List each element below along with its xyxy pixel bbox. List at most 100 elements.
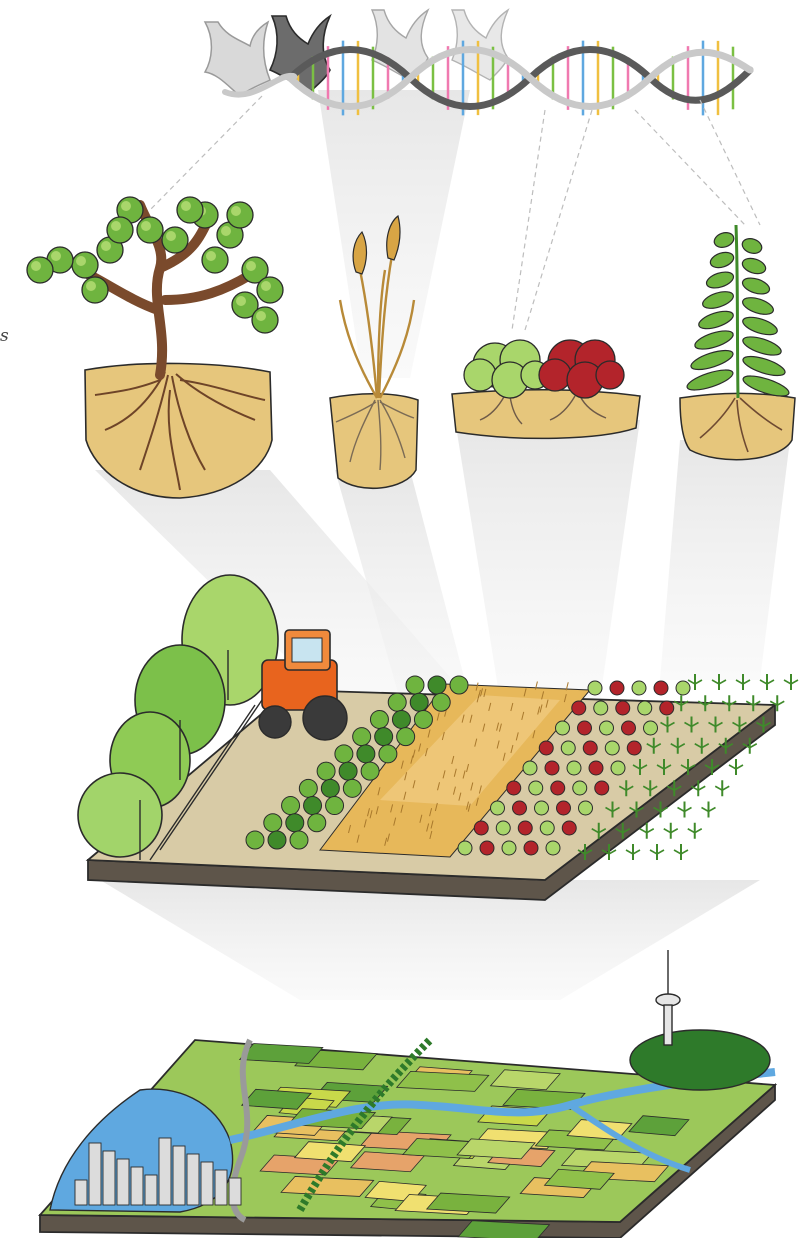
young-leaf bbox=[712, 230, 735, 249]
beam-lettuce-to-field bbox=[455, 420, 640, 700]
building bbox=[103, 1151, 115, 1205]
vine-bush bbox=[304, 797, 322, 815]
green-lettuce-head bbox=[464, 340, 549, 398]
field-patch bbox=[240, 1043, 323, 1063]
building bbox=[229, 1178, 241, 1205]
lettuce-head bbox=[610, 681, 624, 695]
young-leaf bbox=[701, 288, 736, 311]
building bbox=[173, 1146, 185, 1205]
vine-bush bbox=[282, 797, 300, 815]
vine-bush bbox=[414, 710, 432, 728]
tractor-wheel-rear bbox=[303, 696, 347, 740]
lettuce-head bbox=[502, 841, 516, 855]
lettuce-head bbox=[573, 781, 587, 795]
grape-leaf-highlight bbox=[181, 201, 191, 211]
young-leaf bbox=[741, 314, 780, 338]
dna-molecule bbox=[205, 10, 750, 115]
lettuce-head bbox=[588, 681, 602, 695]
field-patch bbox=[427, 1193, 510, 1213]
vine-bush bbox=[375, 728, 393, 746]
vine-bush bbox=[335, 745, 353, 763]
beam-field-to-landscape bbox=[100, 880, 760, 1000]
lettuce-head bbox=[611, 761, 625, 775]
young-leaf bbox=[741, 353, 787, 380]
lettuce-head bbox=[480, 841, 494, 855]
grape-leaf bbox=[107, 217, 133, 243]
young-leaf bbox=[693, 327, 735, 353]
lettuce-head bbox=[556, 721, 570, 735]
vine-bush bbox=[321, 779, 339, 797]
grape-leaf-highlight bbox=[76, 256, 86, 266]
grape-leaf-highlight bbox=[231, 206, 241, 216]
vine-bush bbox=[370, 710, 388, 728]
vine-bush bbox=[379, 745, 397, 763]
lettuce-head bbox=[551, 781, 565, 795]
lettuce-head bbox=[627, 741, 641, 755]
lettuce-head bbox=[513, 801, 527, 815]
vine-bush bbox=[357, 745, 375, 763]
tv-tower bbox=[656, 950, 680, 1045]
grape-leaf-highlight bbox=[261, 281, 271, 291]
forest-hill bbox=[630, 1030, 770, 1090]
field-patch bbox=[281, 1176, 374, 1196]
vine-bush bbox=[317, 762, 335, 780]
lettuce-head bbox=[458, 841, 472, 855]
lettuce-head bbox=[594, 701, 608, 715]
vine-bush bbox=[428, 676, 446, 694]
grape-leaf-highlight bbox=[236, 296, 246, 306]
lettuce-head bbox=[524, 841, 538, 855]
vine-bush bbox=[246, 831, 264, 849]
field-patch bbox=[457, 1139, 535, 1159]
grape-leaf bbox=[252, 307, 278, 333]
vine-bush bbox=[397, 728, 415, 746]
building bbox=[201, 1162, 213, 1205]
vine-bush bbox=[432, 693, 450, 711]
lettuce-head bbox=[557, 801, 571, 815]
building bbox=[187, 1154, 199, 1205]
vine-bush bbox=[264, 814, 282, 832]
vine-bush bbox=[326, 797, 344, 815]
lettuce-head bbox=[622, 721, 636, 735]
lettuce-head bbox=[579, 801, 593, 815]
lettuce-head bbox=[616, 701, 630, 715]
lettuce-head bbox=[578, 721, 592, 735]
lettuce-head bbox=[595, 781, 609, 795]
lettuce-head bbox=[605, 741, 619, 755]
lettuce-head bbox=[572, 701, 586, 715]
young-plant bbox=[680, 225, 795, 460]
grape-leaf-highlight bbox=[206, 251, 216, 261]
grape-leaf bbox=[257, 277, 283, 303]
lettuce-soil-block bbox=[452, 390, 640, 439]
building bbox=[215, 1170, 227, 1205]
lettuce-head bbox=[546, 841, 560, 855]
grape-leaf-highlight bbox=[101, 241, 111, 251]
lettuce-head bbox=[638, 701, 652, 715]
grape-leaf-highlight bbox=[141, 221, 151, 231]
vine-bush bbox=[290, 831, 308, 849]
grape-leaf bbox=[137, 217, 163, 243]
tree-4 bbox=[78, 773, 162, 857]
lettuce-leaf bbox=[464, 359, 496, 391]
vine-bush bbox=[388, 693, 406, 711]
red-lettuce-head bbox=[539, 340, 624, 398]
lettuce-head bbox=[539, 741, 553, 755]
wheat-soil-block bbox=[330, 394, 418, 489]
lettuce-head bbox=[632, 681, 646, 695]
vine-bush bbox=[308, 814, 326, 832]
grape-leaf-highlight bbox=[51, 251, 61, 261]
lettuce-head bbox=[507, 781, 521, 795]
vine-bush bbox=[353, 728, 371, 746]
grape-leaf bbox=[27, 257, 53, 283]
lettuce-head bbox=[600, 721, 614, 735]
grape-leaf-highlight bbox=[121, 201, 131, 211]
vine-bush bbox=[268, 831, 286, 849]
lettuce-head bbox=[567, 761, 581, 775]
beam-young-plant-to-field bbox=[660, 440, 790, 680]
grape-leaf-highlight bbox=[256, 311, 266, 321]
grapevine-plant bbox=[27, 197, 283, 498]
lettuce-head bbox=[535, 801, 549, 815]
vine-bush bbox=[286, 814, 304, 832]
vine-bush bbox=[343, 779, 361, 797]
